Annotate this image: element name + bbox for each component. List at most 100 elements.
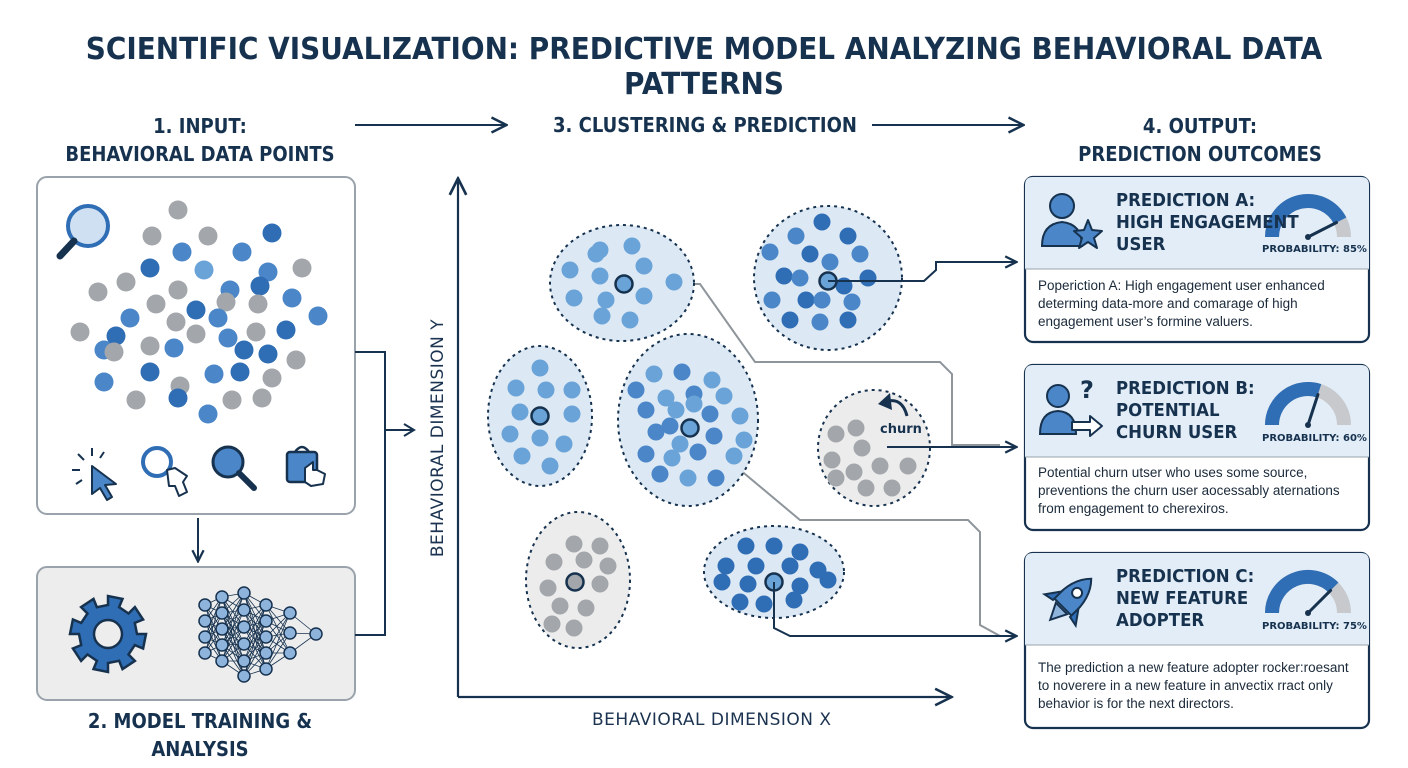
cluster-point: [813, 213, 831, 231]
input-dot: [222, 390, 242, 410]
nn-edge: [243, 604, 267, 645]
cluster-point: [671, 435, 689, 453]
prediction-b-line1: PREDICTION B:: [1116, 378, 1255, 399]
nn-edge: [243, 609, 267, 654]
cluster-point: [781, 311, 799, 329]
input-dot: [120, 308, 140, 328]
cluster-point: [857, 479, 875, 497]
cluster-point: [623, 237, 641, 255]
input-dot: [146, 294, 166, 314]
input-dot: [262, 368, 282, 388]
prediction-card-a: [1023, 175, 1371, 344]
input-dot: [168, 388, 188, 408]
input-dot: [104, 342, 124, 362]
cluster-point: [765, 537, 783, 555]
input-dot: [168, 280, 188, 300]
link-line-cluster-to-c: [689, 427, 1001, 637]
input-dot: [142, 226, 162, 246]
prediction-c-heading: PREDICTION C: NEW FEATURE ADOPTER: [1116, 566, 1254, 632]
nn-node: [309, 627, 323, 641]
input-dot: [292, 258, 312, 278]
cluster-point: [823, 451, 841, 469]
prediction-a-line1: PREDICTION A:: [1116, 190, 1256, 211]
search-tap-icon: [141, 446, 188, 497]
input-dot: [88, 282, 108, 302]
cluster-bottom-left: [525, 511, 631, 649]
input-dot: [194, 260, 214, 280]
cluster-churn: [817, 389, 931, 507]
user-star-icon: [1040, 193, 1103, 249]
cluster-top-left: [549, 224, 695, 342]
link-line-cluster-to-c-navy: [773, 582, 1015, 636]
nn-edge: [204, 596, 223, 638]
cluster-point: [541, 457, 559, 475]
nn-node: [215, 654, 229, 668]
prediction-c-probability: PROBABILITY: 75%: [1262, 621, 1367, 632]
cluster-centroid: [565, 572, 585, 592]
cluster-point: [679, 469, 697, 487]
cluster-point: [731, 407, 749, 425]
input-dot: [258, 344, 278, 364]
cluster-point: [705, 427, 723, 445]
gauge-needle: [1306, 393, 1320, 427]
nn-node: [215, 606, 229, 620]
nn-edge: [204, 596, 223, 654]
cluster-point: [577, 599, 595, 617]
cluster-centroid: [614, 274, 634, 294]
prediction-a-probability: PROBABILITY: 85%: [1262, 244, 1367, 255]
cluster-point: [599, 557, 617, 575]
cluster-point: [859, 269, 877, 287]
cluster-point: [667, 401, 685, 419]
nn-node: [198, 598, 212, 612]
gauge-hub: [1305, 422, 1311, 428]
output-heading-line1: 4. OUTPUT:: [1142, 114, 1258, 138]
gauge-hub: [1305, 610, 1311, 616]
input-dot: [70, 322, 90, 342]
question-mark-glyph: ?: [1080, 376, 1094, 404]
cluster-point: [839, 227, 857, 245]
cluster-point: [531, 429, 549, 447]
link-line-cluster-to-a: [828, 262, 1015, 282]
nn-node: [237, 603, 251, 617]
cluster-point: [791, 577, 809, 595]
output-section-heading: 4. OUTPUT: PREDICTION OUTCOMES: [1047, 112, 1353, 168]
cluster-point: [651, 465, 669, 483]
nn-node: [283, 626, 297, 640]
training-section-heading: 2. MODEL TRAINING & ANALYSIS: [87, 709, 313, 761]
cluster-point: [797, 291, 815, 309]
cluster-point: [637, 401, 655, 419]
user-question-icon: ?: [1038, 376, 1103, 437]
cluster-point: [839, 311, 857, 329]
cluster-point: [635, 257, 653, 275]
nn-node: [237, 637, 251, 651]
page-title: SCIENTIFIC VISUALIZATION: PREDICTIVE MOD…: [85, 32, 1323, 102]
cluster-point: [801, 245, 819, 263]
nn-edge: [265, 632, 291, 670]
clustering-section-heading: 3. CLUSTERING & PREDICTION: [552, 113, 857, 137]
nn-node: [198, 614, 212, 628]
cluster-centroid: [680, 418, 700, 438]
prediction-a-heading: PREDICTION A: HIGH ENGAGEMENT USER: [1116, 190, 1299, 256]
prediction-card-b: [1023, 363, 1371, 532]
cluster-point: [657, 389, 675, 407]
cluster-point: [761, 243, 779, 261]
input-dot: [282, 288, 302, 308]
card-header-band: [1025, 365, 1369, 457]
cluster-point: [565, 535, 583, 553]
nn-node: [259, 598, 273, 612]
input-dot: [246, 322, 266, 342]
input-dot: [248, 294, 268, 314]
nn-edge: [243, 636, 267, 677]
cluster-point: [685, 395, 703, 413]
cluster-point: [737, 537, 755, 555]
cluster-point: [811, 313, 829, 331]
cluster-point: [701, 405, 719, 423]
output-heading-line2: PREDICTION OUTCOMES: [1078, 142, 1322, 166]
gauge-hub: [1305, 234, 1311, 240]
input-dot: [216, 292, 236, 312]
input-dot: [140, 258, 160, 278]
cluster-point: [781, 557, 799, 575]
cluster-point: [665, 273, 683, 291]
churn-arrowhead: [878, 393, 892, 410]
prediction-c-line2: NEW FEATURE: [1116, 588, 1249, 609]
